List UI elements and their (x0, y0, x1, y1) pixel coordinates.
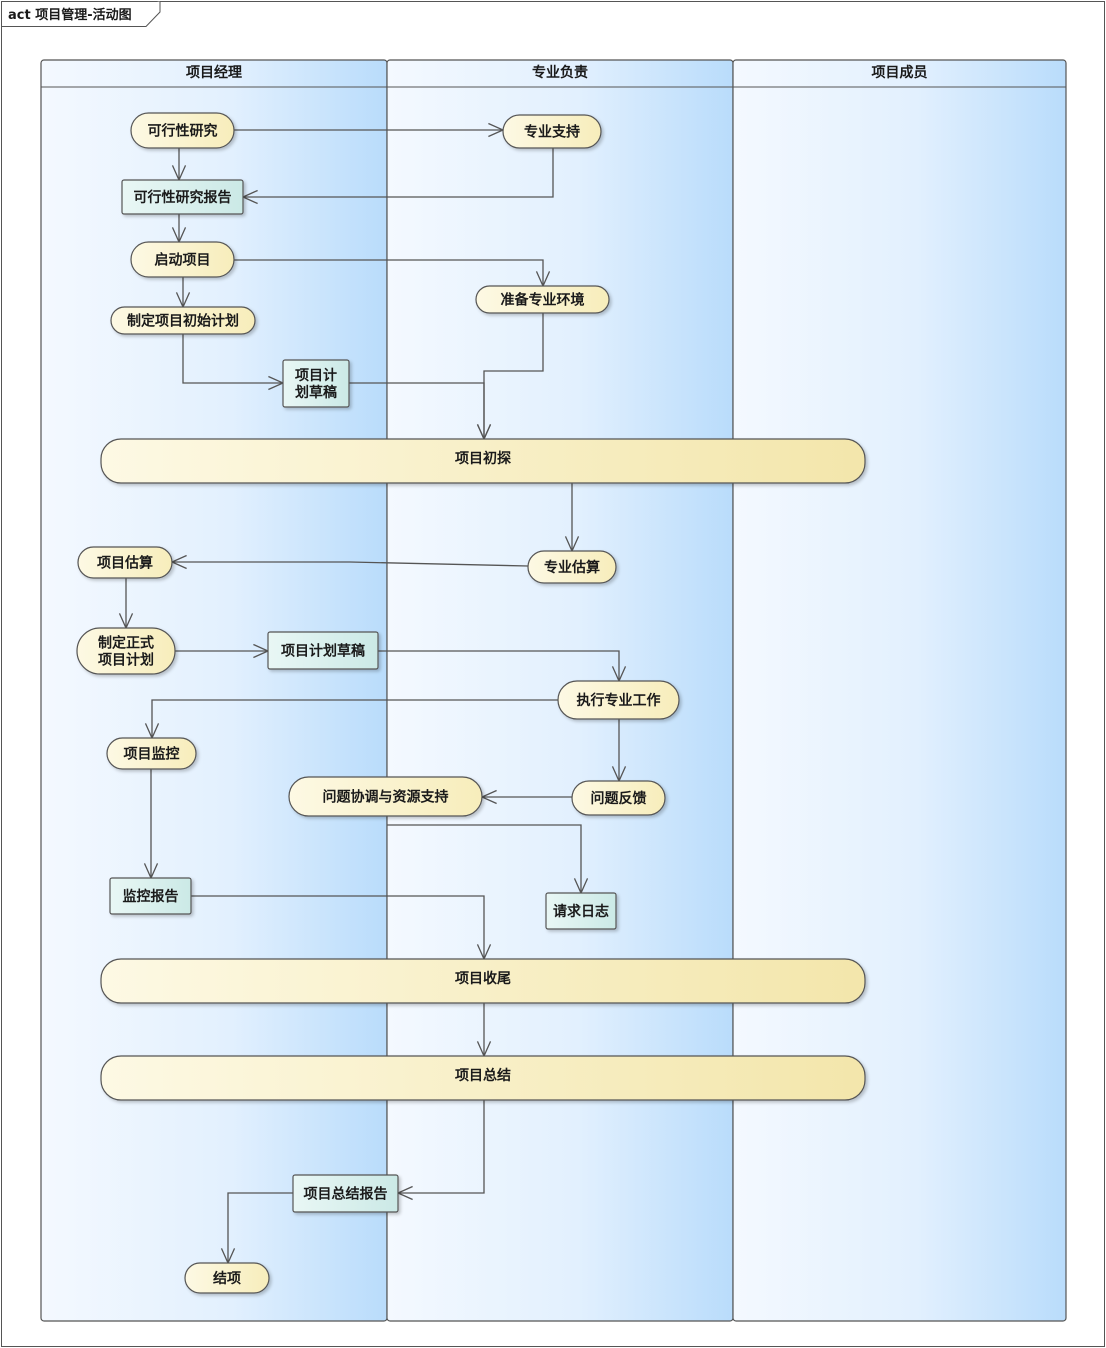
node-label: 项目总结报告 (304, 1186, 388, 1203)
node-summary[interactable]: 项目总结 (100, 1055, 866, 1101)
node-initial-plan[interactable]: 制定项目初始计划 (110, 306, 256, 335)
node-summary-report[interactable]: 项目总结报告 (292, 1174, 399, 1213)
node-label: 制定正式项目计划 (98, 635, 154, 669)
node-project-estimate[interactable]: 项目估算 (77, 546, 173, 579)
node-prepare-env[interactable]: 准备专业环境 (475, 285, 610, 314)
lane-label-pm: 项目经理 (186, 64, 242, 81)
node-start-project[interactable]: 启动项目 (130, 241, 235, 278)
node-label: 请求日志 (553, 903, 609, 920)
frame-title: act 项目管理-活动图 (8, 7, 132, 23)
nodes: 可行性研究 专业支持可行性研究报告启动项目准备专业环境制定项目初始计划项目计划草稿… (76, 112, 866, 1294)
node-spec-support[interactable]: 专业支持 (502, 114, 602, 149)
node-label: 项目初探 (455, 450, 511, 467)
node-label: 项目总结 (455, 1067, 511, 1084)
lane-label-spec: 专业负责 (532, 64, 588, 81)
node-closing[interactable]: 项目收尾 (100, 958, 866, 1004)
node-label: 项目监控 (124, 746, 180, 763)
node-label: 问题协调与资源支持 (323, 789, 449, 806)
node-label: 监控报告 (123, 888, 179, 905)
node-monitor[interactable]: 项目监控 (106, 737, 197, 770)
lane-member: 项目成员 (732, 59, 1067, 1322)
node-explore[interactable]: 项目初探 (100, 438, 866, 484)
node-label: 可行性研究 (148, 123, 218, 140)
node-plan-draft-2[interactable]: 项目计划草稿 (267, 631, 379, 670)
node-monitor-report[interactable]: 监控报告 (109, 877, 192, 915)
node-label: 问题反馈 (591, 790, 647, 807)
node-label: 专业估算 (544, 559, 600, 576)
node-label: 项目计划草稿 (281, 643, 365, 660)
node-label: 专业支持 (524, 124, 580, 141)
node-request-log[interactable]: 请求日志 (545, 892, 617, 930)
node-plan-draft-1[interactable]: 项目计划草稿 (282, 359, 350, 408)
node-label: 准备专业环境 (501, 292, 585, 309)
node-feasibility[interactable]: 可行性研究 (130, 112, 235, 149)
node-label: 可行性研究报告 (134, 189, 232, 206)
node-close[interactable]: 结项 (184, 1262, 270, 1294)
node-formal-plan[interactable]: 制定正式项目计划 (76, 627, 176, 675)
node-feasibility-report[interactable]: 可行性研究报告 (121, 179, 244, 215)
node-feedback[interactable]: 问题反馈 (571, 780, 666, 816)
lane-label-member: 项目成员 (872, 64, 928, 81)
node-execute-work[interactable]: 执行专业工作 (557, 680, 680, 720)
node-label: 启动项目 (155, 252, 211, 269)
node-label: 项目计划草稿 (295, 367, 337, 401)
node-label: 制定项目初始计划 (127, 313, 239, 330)
node-coordinate[interactable]: 问题协调与资源支持 (288, 776, 483, 817)
node-label: 项目收尾 (455, 970, 511, 987)
node-label: 执行专业工作 (577, 692, 661, 709)
node-spec-estimate[interactable]: 专业估算 (527, 550, 617, 584)
node-label: 项目估算 (97, 555, 153, 572)
node-label: 结项 (213, 1270, 241, 1287)
